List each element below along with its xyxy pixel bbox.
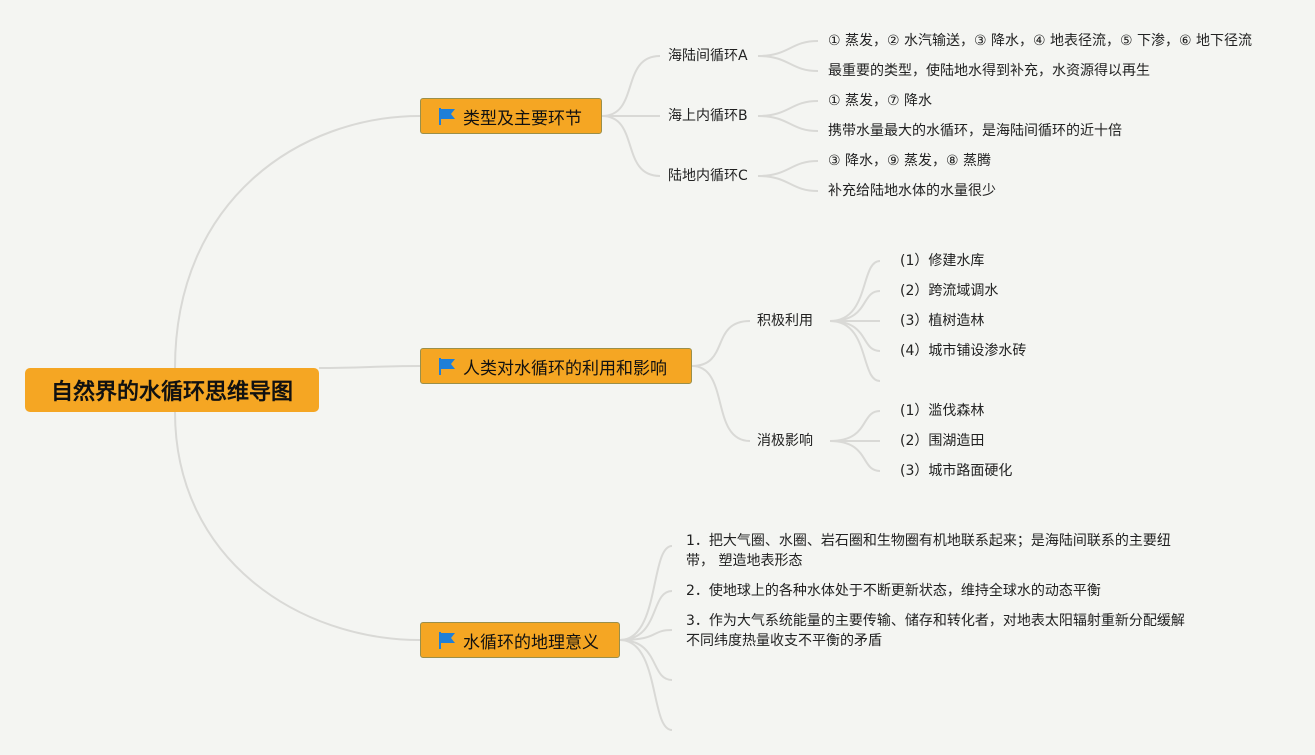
topic-types-and-processes[interactable]: 类型及主要环节: [420, 98, 602, 134]
topic-geographic-significance[interactable]: 水循环的地理意义: [420, 622, 620, 658]
detail-negative-1: (1）滥伐森林: [900, 403, 985, 419]
subtopic-land-cycle[interactable]: 陆地内循环C: [668, 168, 748, 184]
significance-item-1: 1．把大气圈、水圈、岩石圈和生物圈有机地联系起来；是海陆间联系的主要纽带， 塑造…: [686, 533, 1171, 569]
detail-negative-3: (3）城市路面硬化: [900, 463, 1013, 479]
detail-land-processes: ③ 降水，⑨ 蒸发，⑧ 蒸腾: [828, 153, 992, 169]
detail-ocean-significance: 携带水量最大的水循环，是海陆间循环的近十倍: [828, 123, 1122, 139]
detail-sea-land-processes: ① 蒸发，② 水汽输送，③ 降水，④ 地表径流，⑤ 下渗，⑥ 地下径流: [828, 33, 1253, 49]
subtopic-sea-land-cycle[interactable]: 海陆间循环A: [668, 48, 748, 64]
topic-label: 类型及主要环节: [463, 108, 582, 129]
detail-negative-2: (2）围湖造田: [900, 433, 985, 449]
root-node[interactable]: 自然界的水循环思维导图: [25, 368, 319, 412]
detail-sea-land-significance: 最重要的类型，使陆地水得到补充，水资源得以再生: [828, 63, 1150, 79]
detail-ocean-processes: ① 蒸发，⑦ 降水: [828, 93, 933, 109]
detail-positive-2: (2）跨流域调水: [900, 283, 999, 299]
topic-label: 人类对水循环的利用和影响: [463, 358, 667, 379]
detail-positive-3: (3）植树造林: [900, 313, 985, 329]
topic-human-impact[interactable]: 人类对水循环的利用和影响: [420, 348, 692, 384]
detail-positive-4: (4）城市铺设渗水砖: [900, 343, 1027, 359]
detail-positive-1: (1）修建水库: [900, 253, 985, 269]
flag-icon: [439, 632, 455, 649]
root-title: 自然界的水循环思维导图: [50, 380, 293, 405]
subtopic-ocean-cycle[interactable]: 海上内循环B: [668, 108, 748, 124]
subtopic-positive-use[interactable]: 积极利用: [757, 313, 813, 329]
significance-item-3: 3．作为大气系统能量的主要传输、储存和转化者，对地表太阳辐射重新分配缓解不同纬度…: [686, 613, 1185, 649]
subtopic-negative-impact[interactable]: 消极影响: [757, 433, 813, 449]
topic-label: 水循环的地理意义: [463, 632, 599, 653]
detail-land-significance: 补充给陆地水体的水量很少: [828, 183, 996, 199]
flag-icon: [439, 108, 455, 125]
significance-item-2: 2．使地球上的各种水体处于不断更新状态，维持全球水的动态平衡: [686, 583, 1101, 599]
flag-icon: [439, 358, 455, 375]
